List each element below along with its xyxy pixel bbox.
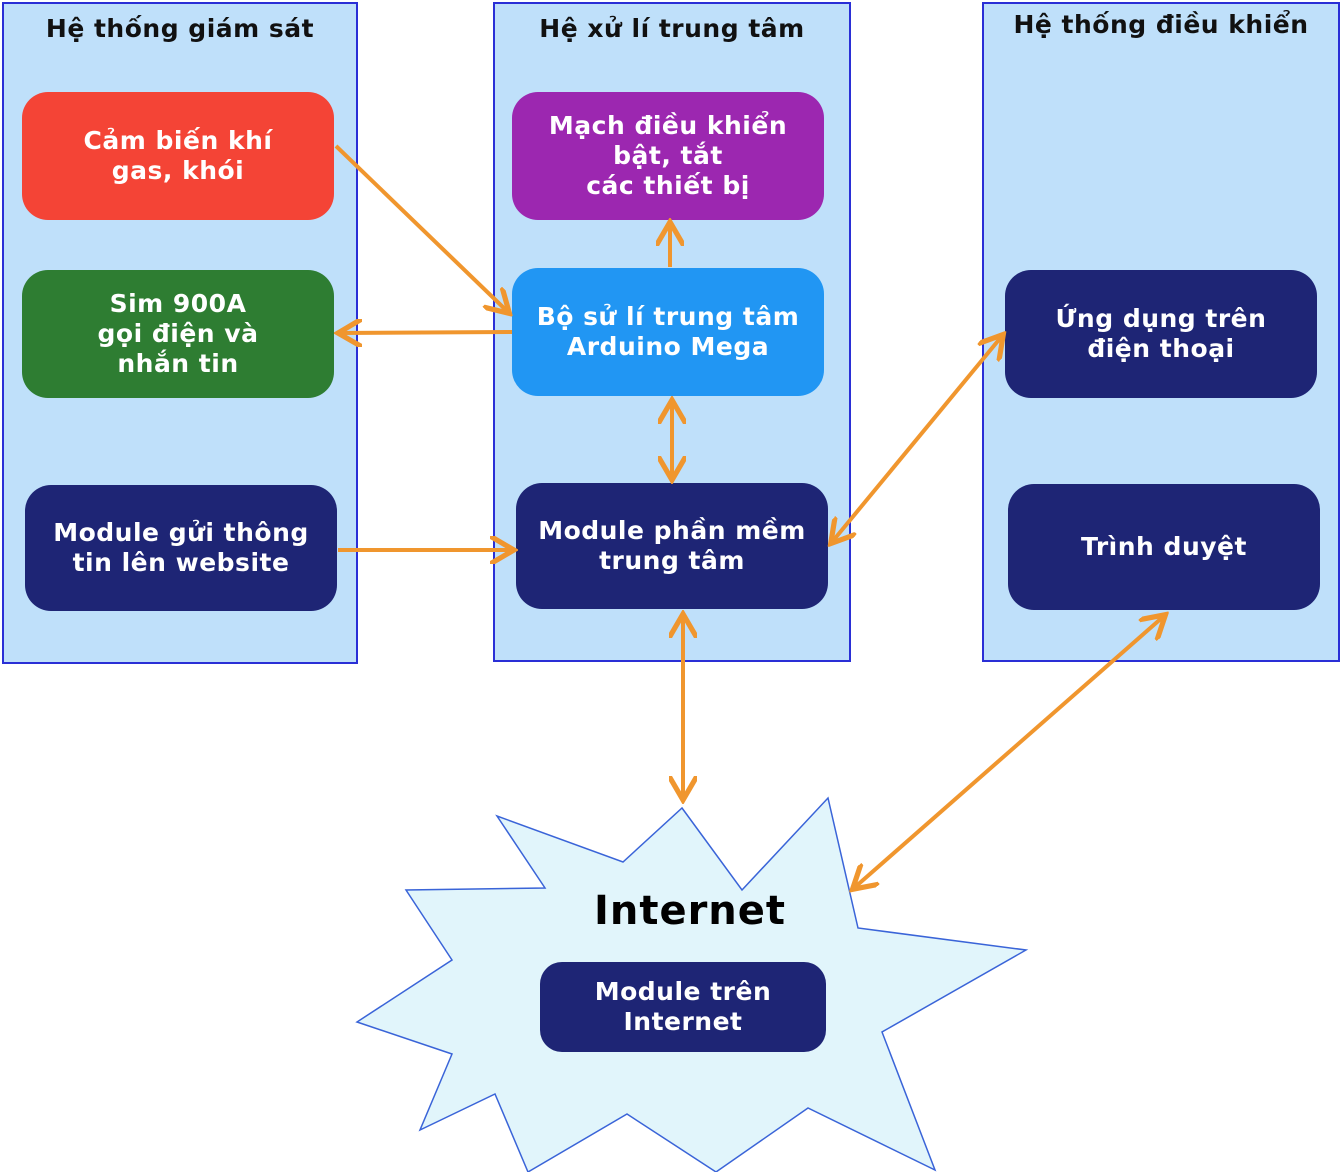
arduino-mega-box: Bộ sử lí trung tâm Arduino Mega bbox=[512, 268, 824, 396]
gas-smoke-sensor-box: Cảm biến khí gas, khói bbox=[22, 92, 334, 220]
arrow-software-phone-bidirectional bbox=[832, 336, 1002, 542]
arrow-arduino-to-sim900 bbox=[340, 332, 513, 333]
internet-label: Internet bbox=[593, 888, 787, 934]
monitoring-system-title: Hệ thống giám sát bbox=[45, 14, 315, 43]
switch-circuit-box: Mạch điều khiển bật, tắt các thiết bị bbox=[512, 92, 824, 220]
central-software-module-box: Module phần mềm trung tâm bbox=[516, 483, 828, 609]
sim900a-box: Sim 900A gọi điện và nhắn tin bbox=[22, 270, 334, 398]
browser-box: Trình duyệt bbox=[1008, 484, 1320, 610]
phone-app-box: Ứng dụng trên điện thoại bbox=[1005, 270, 1317, 398]
arrow-sensor-to-arduino bbox=[334, 144, 508, 312]
central-processing-title: Hệ xử lí trung tâm bbox=[539, 14, 805, 43]
website-module-box: Module gửi thông tin lên website bbox=[25, 485, 337, 611]
arrow-browser-internet-bidirectional bbox=[854, 616, 1164, 888]
control-system-title: Hệ thống điều khiển bbox=[1013, 10, 1309, 39]
internet-module-box: Module trên Internet bbox=[540, 962, 826, 1052]
